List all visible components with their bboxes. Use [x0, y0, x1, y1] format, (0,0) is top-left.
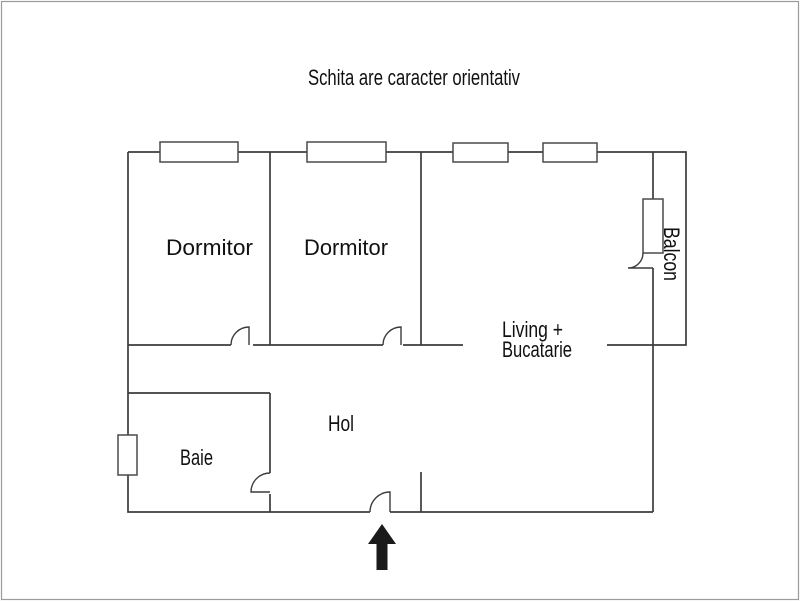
hol-label: Hol	[328, 411, 354, 436]
door-dormitor-2	[382, 326, 402, 346]
window-dormitor-2	[306, 141, 387, 163]
balcon-label: Balcon	[659, 227, 684, 281]
door-baie	[250, 472, 271, 493]
door-dormitor-1	[230, 326, 250, 346]
living-label-line2: Bucatarie	[502, 337, 572, 362]
window-living-2	[542, 142, 598, 163]
entrance-arrow-icon	[368, 524, 396, 570]
door-entrance	[369, 491, 391, 513]
dormitor-2-label: Dormitor	[304, 235, 388, 260]
balcony-door-panel	[642, 198, 664, 254]
plan-title: Schita are caracter orientativ	[308, 65, 520, 90]
wall-bottom-left	[127, 152, 653, 513]
walls	[127, 151, 687, 513]
window-baie	[117, 434, 138, 476]
baie-label: Baie	[180, 445, 213, 470]
living-label-line1: Living +	[502, 317, 563, 342]
windows	[117, 141, 598, 476]
window-living-1	[452, 142, 509, 163]
window-dormitor-1	[159, 141, 239, 163]
dormitor-1-label: Dormitor	[166, 235, 253, 260]
door-balcony	[627, 252, 653, 269]
doors	[230, 198, 664, 513]
wall-top-right	[128, 151, 687, 346]
